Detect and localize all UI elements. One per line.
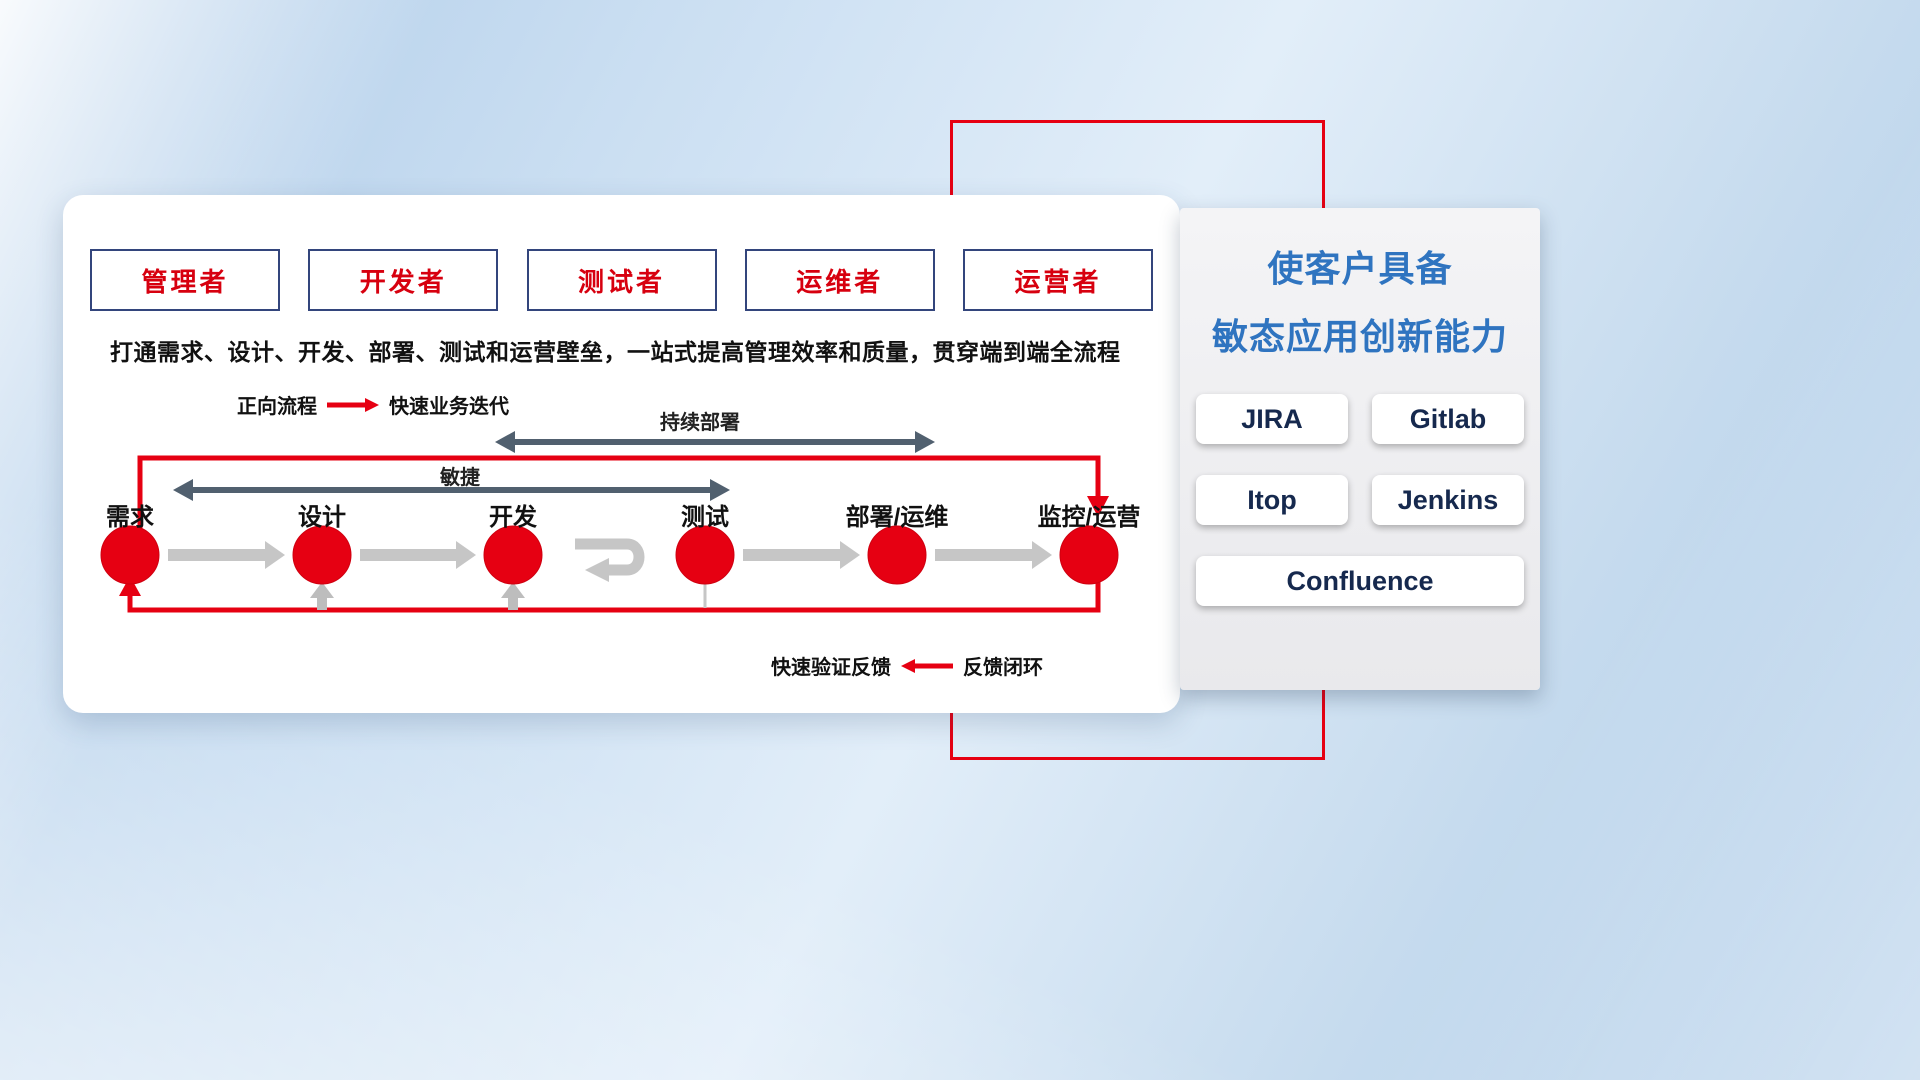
stage-circles (100, 525, 1119, 585)
flow-step-arrows (168, 541, 1052, 569)
card-description: 打通需求、设计、开发、部署、测试和运营壁垒，一站式提高管理效率和质量，贯穿端到端… (110, 339, 1121, 365)
role-box-operations: 运营者 (963, 249, 1153, 311)
legend-feedback-value: 快速验证反馈 (771, 657, 891, 679)
panel-title-line2: 敏态应用创新能力 (1211, 316, 1508, 357)
stage-circle-monitor-ops (1059, 525, 1119, 585)
feedback-arrow-icon (901, 658, 953, 673)
role-box-ops: 运维者 (744, 249, 935, 311)
stage-label-requirements: 需求 (106, 504, 154, 531)
feedback-loop-line (119, 576, 1101, 613)
agile-arrow (173, 479, 730, 501)
role-box-tester: 测试者 (526, 249, 717, 311)
tool-jira: JIRA (1196, 394, 1348, 444)
stage-label-design: 设计 (298, 504, 346, 531)
stage-label-test: 测试 (681, 504, 729, 531)
forward-arrow-icon (327, 397, 379, 412)
stage-label-deploy-ops: 部署/运维 (845, 504, 949, 531)
role-box-developer: 开发者 (308, 249, 499, 311)
stage-circle-design (292, 525, 352, 585)
stage-circle-requirements (100, 525, 160, 585)
role-boxes: 管理者 开发者 测试者 运维者 运营者 (90, 249, 1153, 311)
capability-panel: 使客户具备 敏态应用创新能力 JIRA Gitlab Itop Jenkins … (1180, 208, 1540, 690)
legend-feedback-label: 反馈闭环 (963, 657, 1043, 679)
legend-forward: 正向流程 快速业务迭代 (237, 390, 509, 419)
stage-circle-develop (483, 525, 543, 585)
agile-label: 敏捷 (440, 467, 480, 489)
legend-forward-value: 快速业务迭代 (389, 396, 509, 418)
stage-circle-deploy-ops (867, 525, 927, 585)
tool-grid: JIRA Gitlab Itop Jenkins Confluence (1196, 394, 1524, 606)
flow-diagram (100, 431, 1119, 613)
iteration-loop-icon (575, 538, 645, 582)
tool-confluence: Confluence (1196, 556, 1524, 606)
legend-feedback: 快速验证反馈 反馈闭环 (771, 651, 1043, 680)
devops-flow-card: 管理者 开发者 测试者 运维者 运营者 打通需求、设计、开发、部署、测试和运营壁… (63, 195, 1180, 713)
role-box-manager: 管理者 (90, 249, 280, 311)
tool-gitlab: Gitlab (1372, 394, 1524, 444)
stage-label-monitor-ops: 监控/运营 (1037, 504, 1141, 531)
legend-forward-label: 正向流程 (237, 396, 317, 418)
stage-circle-test (675, 525, 735, 585)
tool-itop: Itop (1196, 475, 1348, 525)
stage-label-develop: 开发 (489, 504, 537, 531)
tool-jenkins: Jenkins (1372, 475, 1524, 525)
continuous-deploy-arrow (495, 431, 935, 453)
continuous-deploy-label: 持续部署 (660, 412, 740, 434)
panel-title-line1: 使客户具备 (1267, 248, 1453, 289)
feedback-up-arrows (310, 582, 525, 610)
forward-loop-line (137, 455, 1109, 540)
